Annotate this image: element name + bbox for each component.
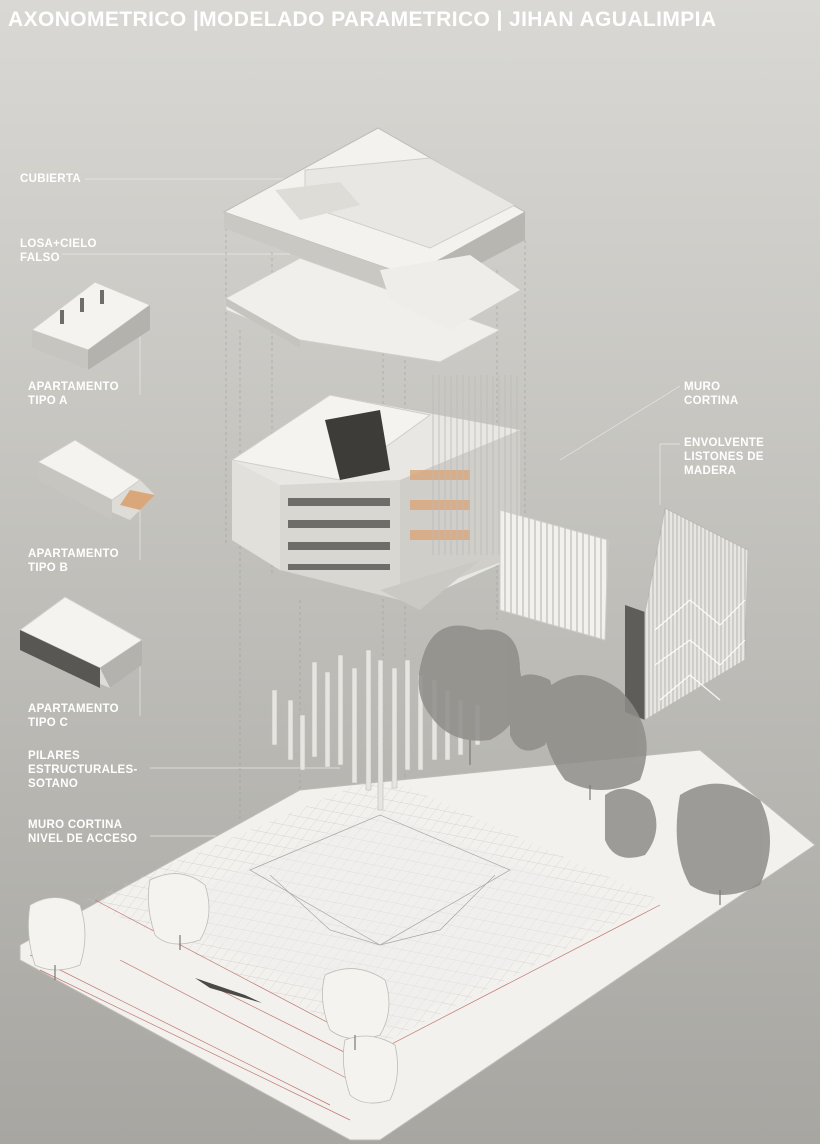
trees xyxy=(418,625,770,895)
access-ramp xyxy=(195,978,262,1003)
label-cubierta: CUBIERTA xyxy=(20,173,81,185)
apartment-type-c xyxy=(19,596,143,688)
slab-losa-cielo-falso xyxy=(225,255,520,363)
curtain-wall-panel xyxy=(499,509,609,641)
building-block xyxy=(230,375,520,610)
apartment-type-a xyxy=(30,281,152,370)
tree-trunks xyxy=(54,740,721,1050)
page-title: AXONOMETRICO |MODELADO PARAMETRICO | JIH… xyxy=(8,8,717,31)
site-ground xyxy=(19,749,816,1141)
roof-cubierta xyxy=(222,127,527,300)
apartment-type-b xyxy=(36,439,155,520)
access-curtain-wall xyxy=(249,814,511,946)
wood-slat-envelope xyxy=(625,507,749,721)
trees-light xyxy=(27,873,398,1104)
